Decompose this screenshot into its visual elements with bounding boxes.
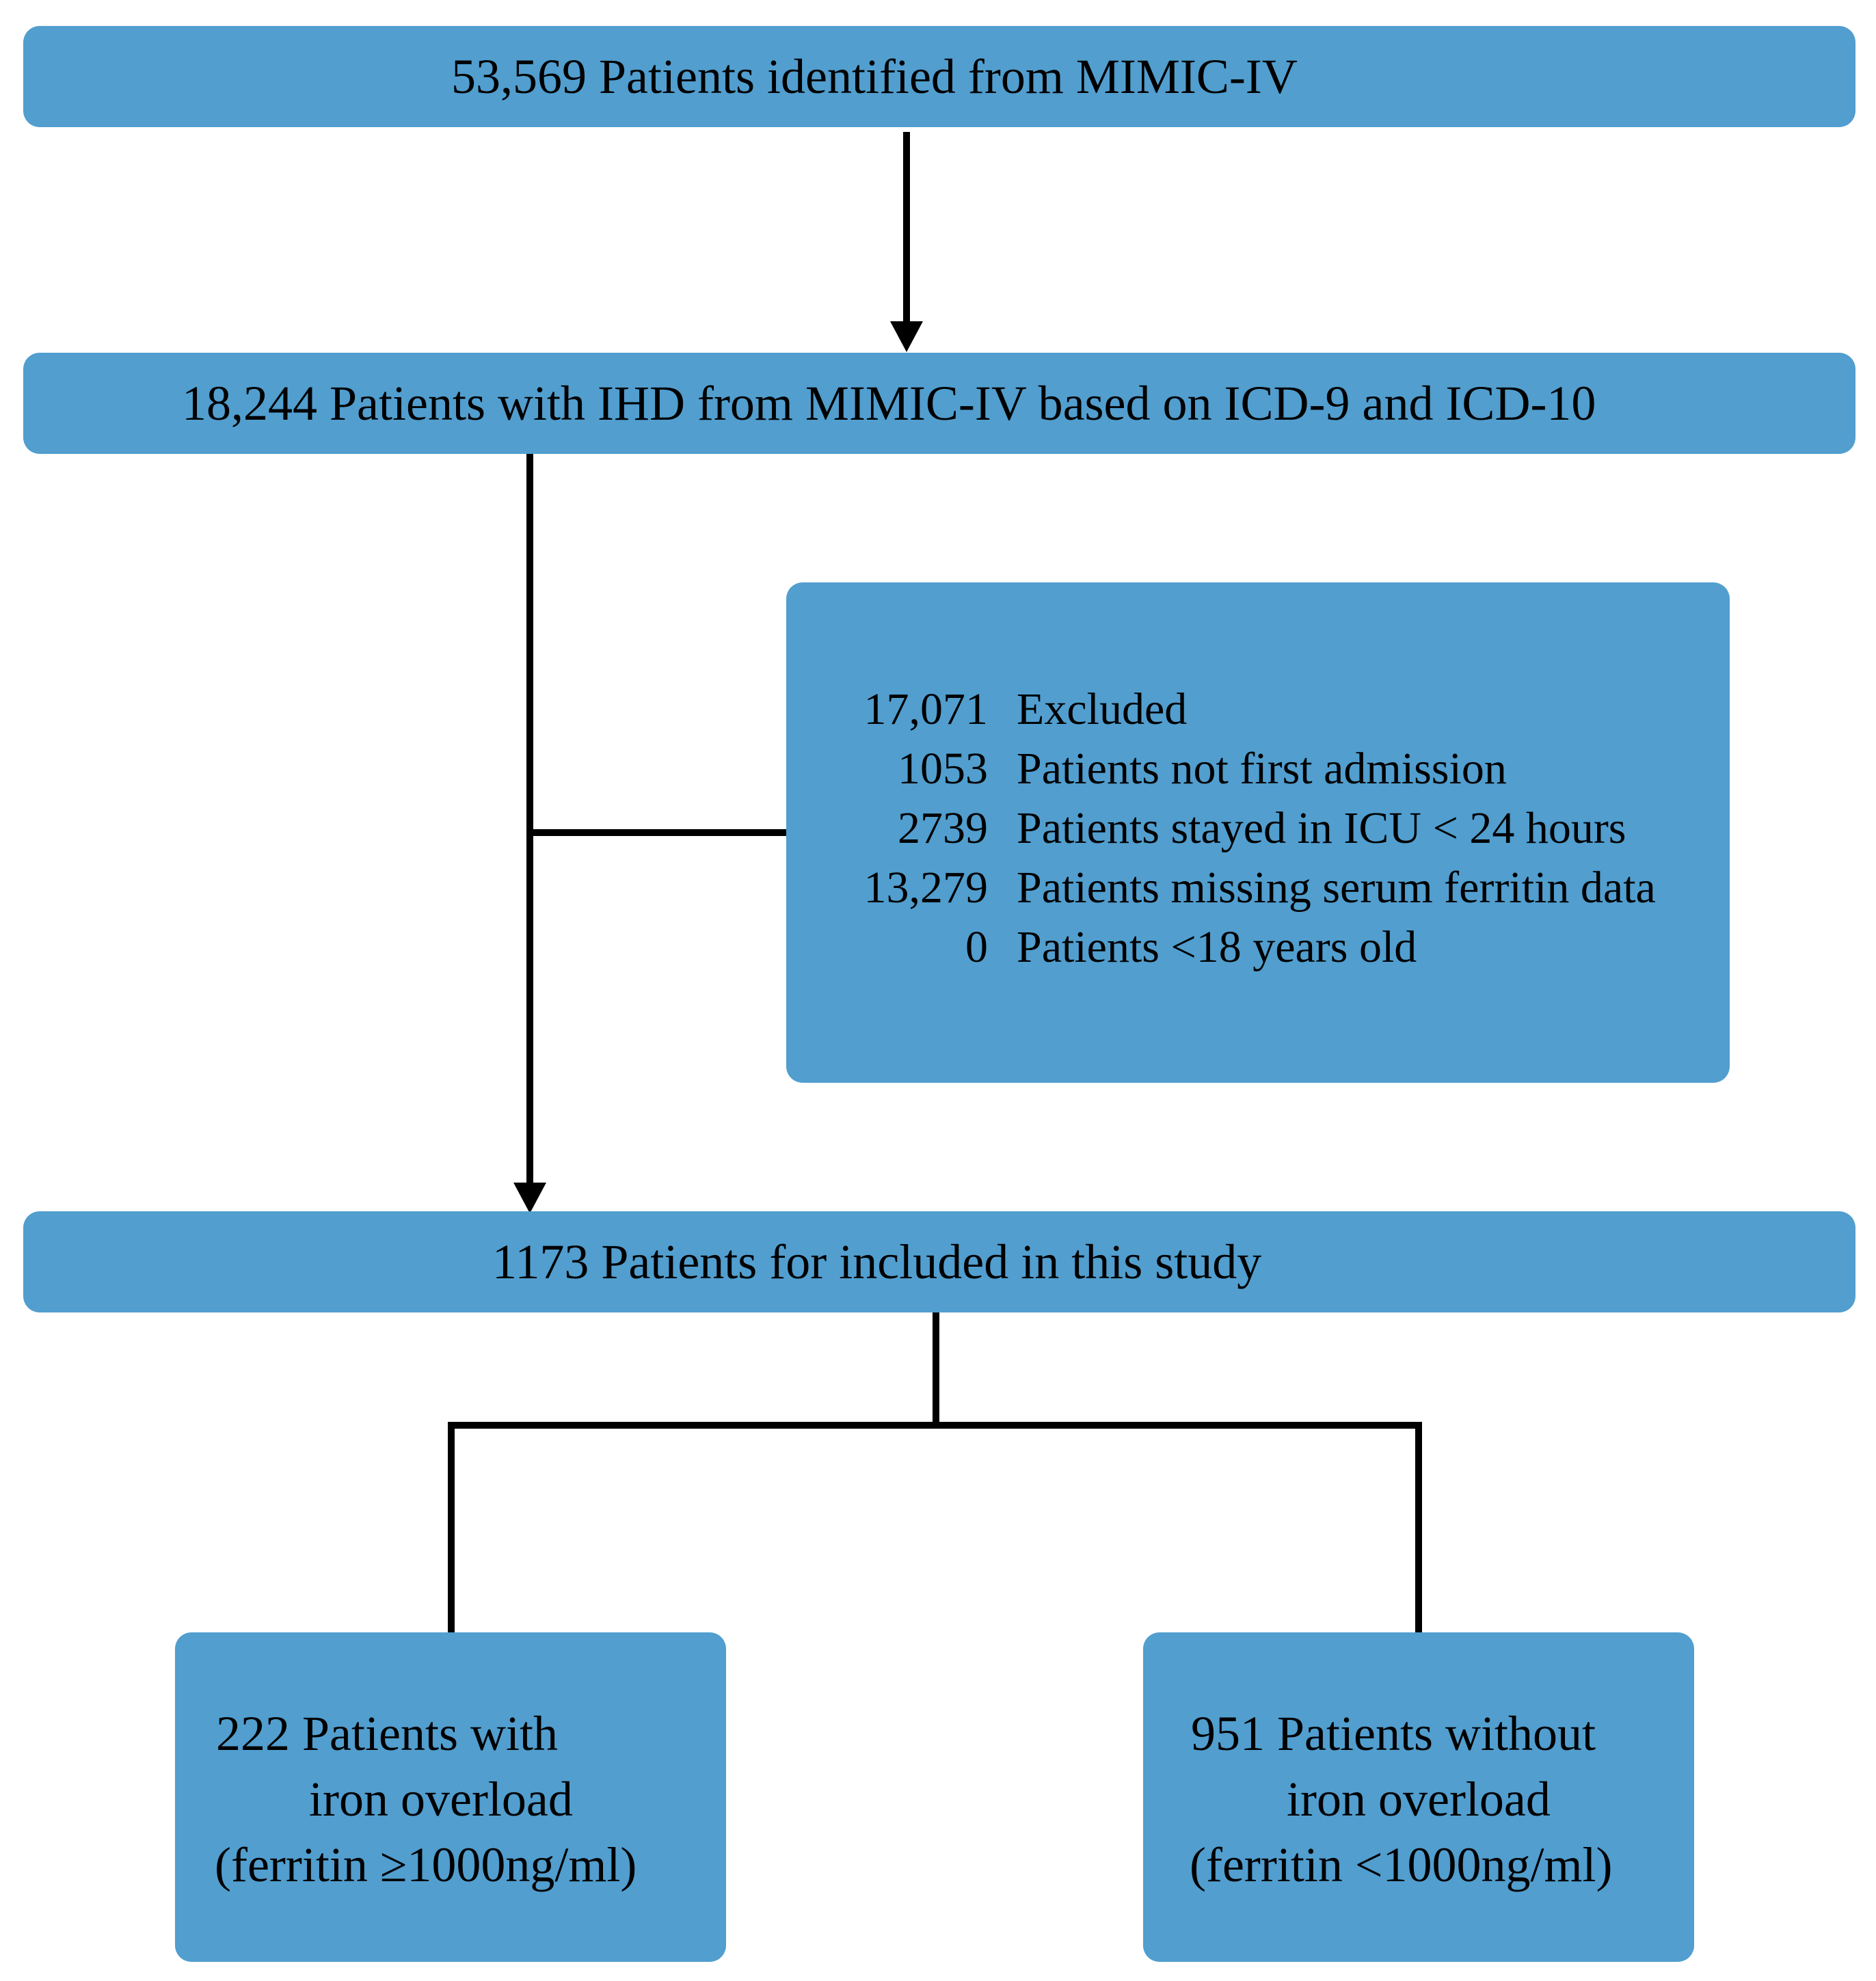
exclusion-label: Patients <18 years old <box>1017 922 1417 972</box>
identified-box: 53,569 Patients identified from MIMIC-IV <box>23 26 1855 127</box>
identified-text: 53,569 Patients identified from MIMIC-IV <box>451 49 1298 104</box>
group-with-overload-box: 222 Patients with iron overload (ferriti… <box>175 1632 726 1962</box>
included-box: 1173 Patients for included in this study <box>23 1211 1855 1312</box>
exclusion-count: 2739 <box>898 803 988 853</box>
exclusion-row-total: 17,071 Excluded <box>820 679 1656 739</box>
group-with-line1: 222 Patients with <box>216 1706 558 1761</box>
exclusion-label: Patients missing serum ferritin data <box>1017 863 1656 913</box>
exclusion-row: 2739 Patients stayed in ICU < 24 hours <box>820 798 1656 858</box>
included-text: 1173 Patients for included in this study <box>492 1235 1262 1289</box>
exclusion-count: 13,279 <box>863 863 989 913</box>
exclusion-label: Patients stayed in ICU < 24 hours <box>1017 803 1626 853</box>
exclusion-label: Patients not first admission <box>1017 744 1507 794</box>
ihd-text: 18,244 Patients with IHD from MIMIC-IV b… <box>182 376 1596 431</box>
group-without-line3: (ferritin <1000ng/ml) <box>1190 1837 1613 1892</box>
group-with-line3: (ferritin ≥1000ng/ml) <box>215 1837 637 1892</box>
group-without-line1: 951 Patients without <box>1191 1706 1596 1761</box>
exclusion-row: 0 Patients <18 years old <box>820 917 1656 977</box>
arrowhead-to-included <box>513 1183 546 1213</box>
exclusion-count: 0 <box>965 922 988 972</box>
exclusion-row: 1053 Patients not first admission <box>820 739 1656 798</box>
group-without-overload-box: 951 Patients without iron overload (ferr… <box>1143 1632 1694 1962</box>
group-with-line2: iron overload <box>309 1772 573 1827</box>
exclusion-count: 17,071 <box>863 684 989 734</box>
exclusion-count: 1053 <box>898 744 988 794</box>
exclusion-list: 17,071 Excluded 1053 Patients not first … <box>820 679 1656 977</box>
group-without-line2: iron overload <box>1287 1772 1551 1827</box>
ihd-box: 18,244 Patients with IHD from MIMIC-IV b… <box>23 353 1855 454</box>
exclusion-label: Excluded <box>1017 684 1188 734</box>
exclusion-row: 13,279 Patients missing serum ferritin d… <box>820 858 1656 917</box>
exclusion-box: 17,071 Excluded 1053 Patients not first … <box>786 582 1730 1083</box>
arrowhead-to-ihd <box>890 321 923 352</box>
